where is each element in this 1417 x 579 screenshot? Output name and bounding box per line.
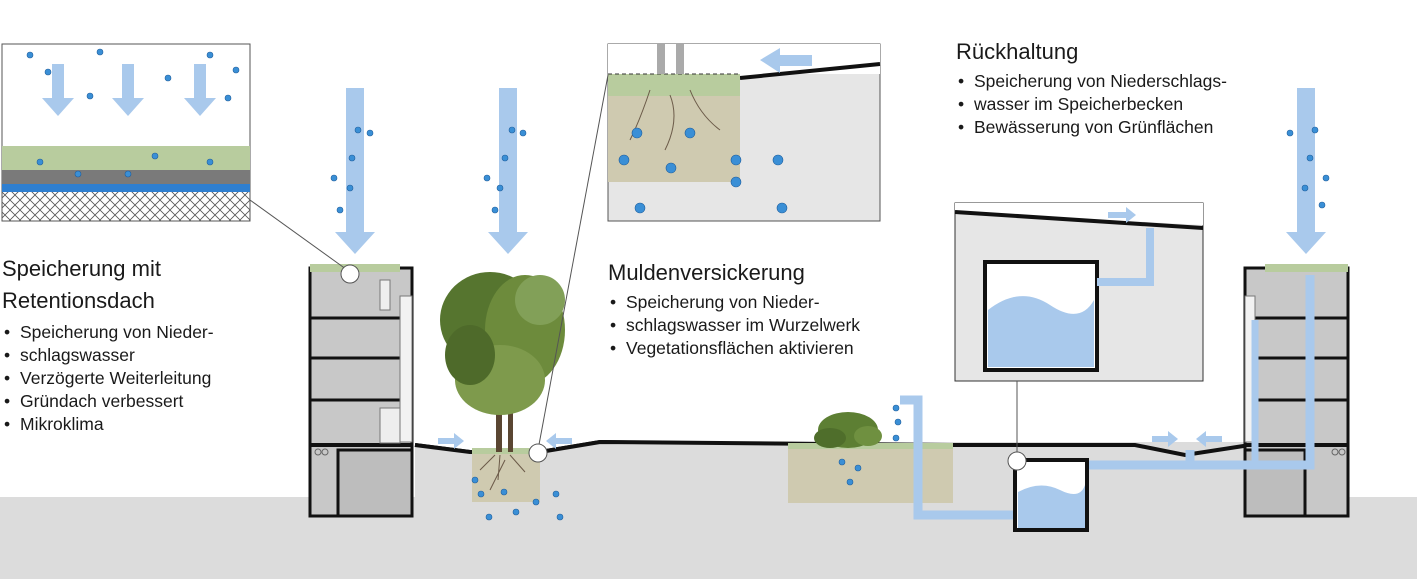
- retention-roof-bullet-3b: Mikroklima: [2, 413, 282, 436]
- retention-bullet-1: Speicherung von Niederschlags-: [956, 70, 1276, 93]
- swale-bullet-1: Speicherung von Nieder-: [608, 291, 908, 314]
- swale-bullets: Speicherung von Nieder- schlagswasser im…: [608, 291, 908, 360]
- left-building: [308, 264, 414, 518]
- retention-bullet-1b: wasser im Speicherbecken: [956, 93, 1276, 116]
- bush-swale: [788, 412, 953, 503]
- retention-roof-bullet-1b: schlagswasser: [2, 344, 282, 367]
- raindrops: [26, 48, 1330, 521]
- retention-roof-bullet-2: Verzögerte Weiterleitung: [2, 367, 282, 390]
- retention-roof-bullets: Speicherung von Nieder- schlagswasser Ve…: [2, 321, 282, 436]
- rain-arrows: [42, 48, 1326, 449]
- retention-roof-label: Speicherung mit Retentionsdach Speicheru…: [2, 253, 282, 436]
- soil-detail-callout: [528, 43, 881, 463]
- pipe-network: [900, 275, 1315, 520]
- retention-bullet-2: Bewässerung von Grünflächen: [956, 116, 1276, 139]
- retention-roof-title-2: Retentionsdach: [2, 288, 155, 313]
- retention-bullets: Speicherung von Niederschlags- wasser im…: [956, 70, 1276, 139]
- retention-title: Rückhaltung: [956, 39, 1079, 64]
- swale-bullet-2: Vegetationsflächen aktivieren: [608, 337, 908, 360]
- retention-tank: [1013, 458, 1089, 532]
- tank-detail-callout: [954, 202, 1204, 471]
- swale-title: Muldenversickerung: [608, 260, 805, 285]
- retention-roof-bullet-3: Gründach verbessert: [2, 390, 282, 413]
- right-building: [1243, 264, 1350, 518]
- retention-label: Rückhaltung Speicherung von Niederschlag…: [956, 36, 1276, 139]
- swale-bullet-1b: schlagswasser im Wurzelwerk: [608, 314, 908, 337]
- tree: [440, 272, 565, 502]
- retention-roof-title-1: Speicherung mit: [2, 256, 161, 281]
- retention-roof-bullet-1: Speicherung von Nieder-: [2, 321, 282, 344]
- swale-label: Muldenversickerung Speicherung von Niede…: [608, 257, 908, 360]
